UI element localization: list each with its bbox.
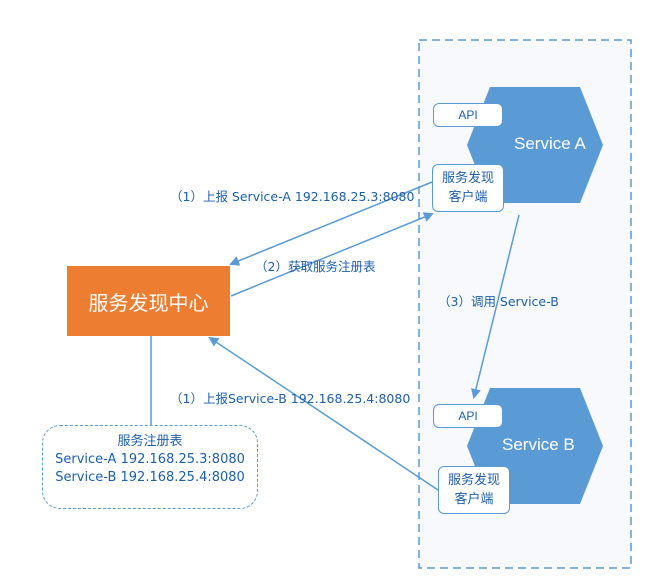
- edge-fetch-registry-label: （2）获取服务注册表: [255, 259, 376, 274]
- service-a-discovery-client: 服务发现 客户端: [432, 164, 504, 212]
- edge-register-a-label: （1）上报 Service-A 192.168.25.3:8080: [170, 189, 415, 204]
- service-b-api-tag: API: [433, 404, 503, 428]
- service-registry-box: 服务注册表 Service-A 192.168.25.3:8080 Servic…: [42, 425, 258, 509]
- service-b-api-label: API: [458, 409, 478, 423]
- discovery-center-label: 服务发现中心: [88, 290, 209, 315]
- service-b-name: Service B: [502, 435, 575, 454]
- edge-register-a: [229, 181, 433, 266]
- registry-title: 服务注册表: [117, 434, 183, 449]
- service-a-api-tag: API: [433, 103, 503, 127]
- discovery-center-box: 服务发现中心: [67, 266, 230, 336]
- service-a-client-label-line1: 服务发现: [441, 171, 494, 186]
- service-b-discovery-client: 服务发现 客户端: [438, 466, 510, 514]
- edge-fetch-registry: [230, 212, 434, 297]
- service-a-client-label-line2: 客户端: [448, 190, 488, 205]
- service-a-name: Service A: [514, 134, 586, 153]
- edge-call-b: [471, 214, 520, 399]
- service-b-client-label-line2: 客户端: [454, 492, 494, 507]
- registry-entry: Service-B 192.168.25.4:8080: [55, 470, 245, 485]
- edge-call-b-label: （3）调用 Service-B: [438, 294, 559, 309]
- edge-register-b: [208, 336, 439, 491]
- service-b-client-label-line1: 服务发现: [447, 473, 500, 488]
- service-a-api-label: API: [458, 108, 478, 122]
- registry-entry: Service-A 192.168.25.3:8080: [55, 452, 245, 467]
- edge-register-b-label: （1）上报Service-B 192.168.25.4:8080: [170, 391, 411, 406]
